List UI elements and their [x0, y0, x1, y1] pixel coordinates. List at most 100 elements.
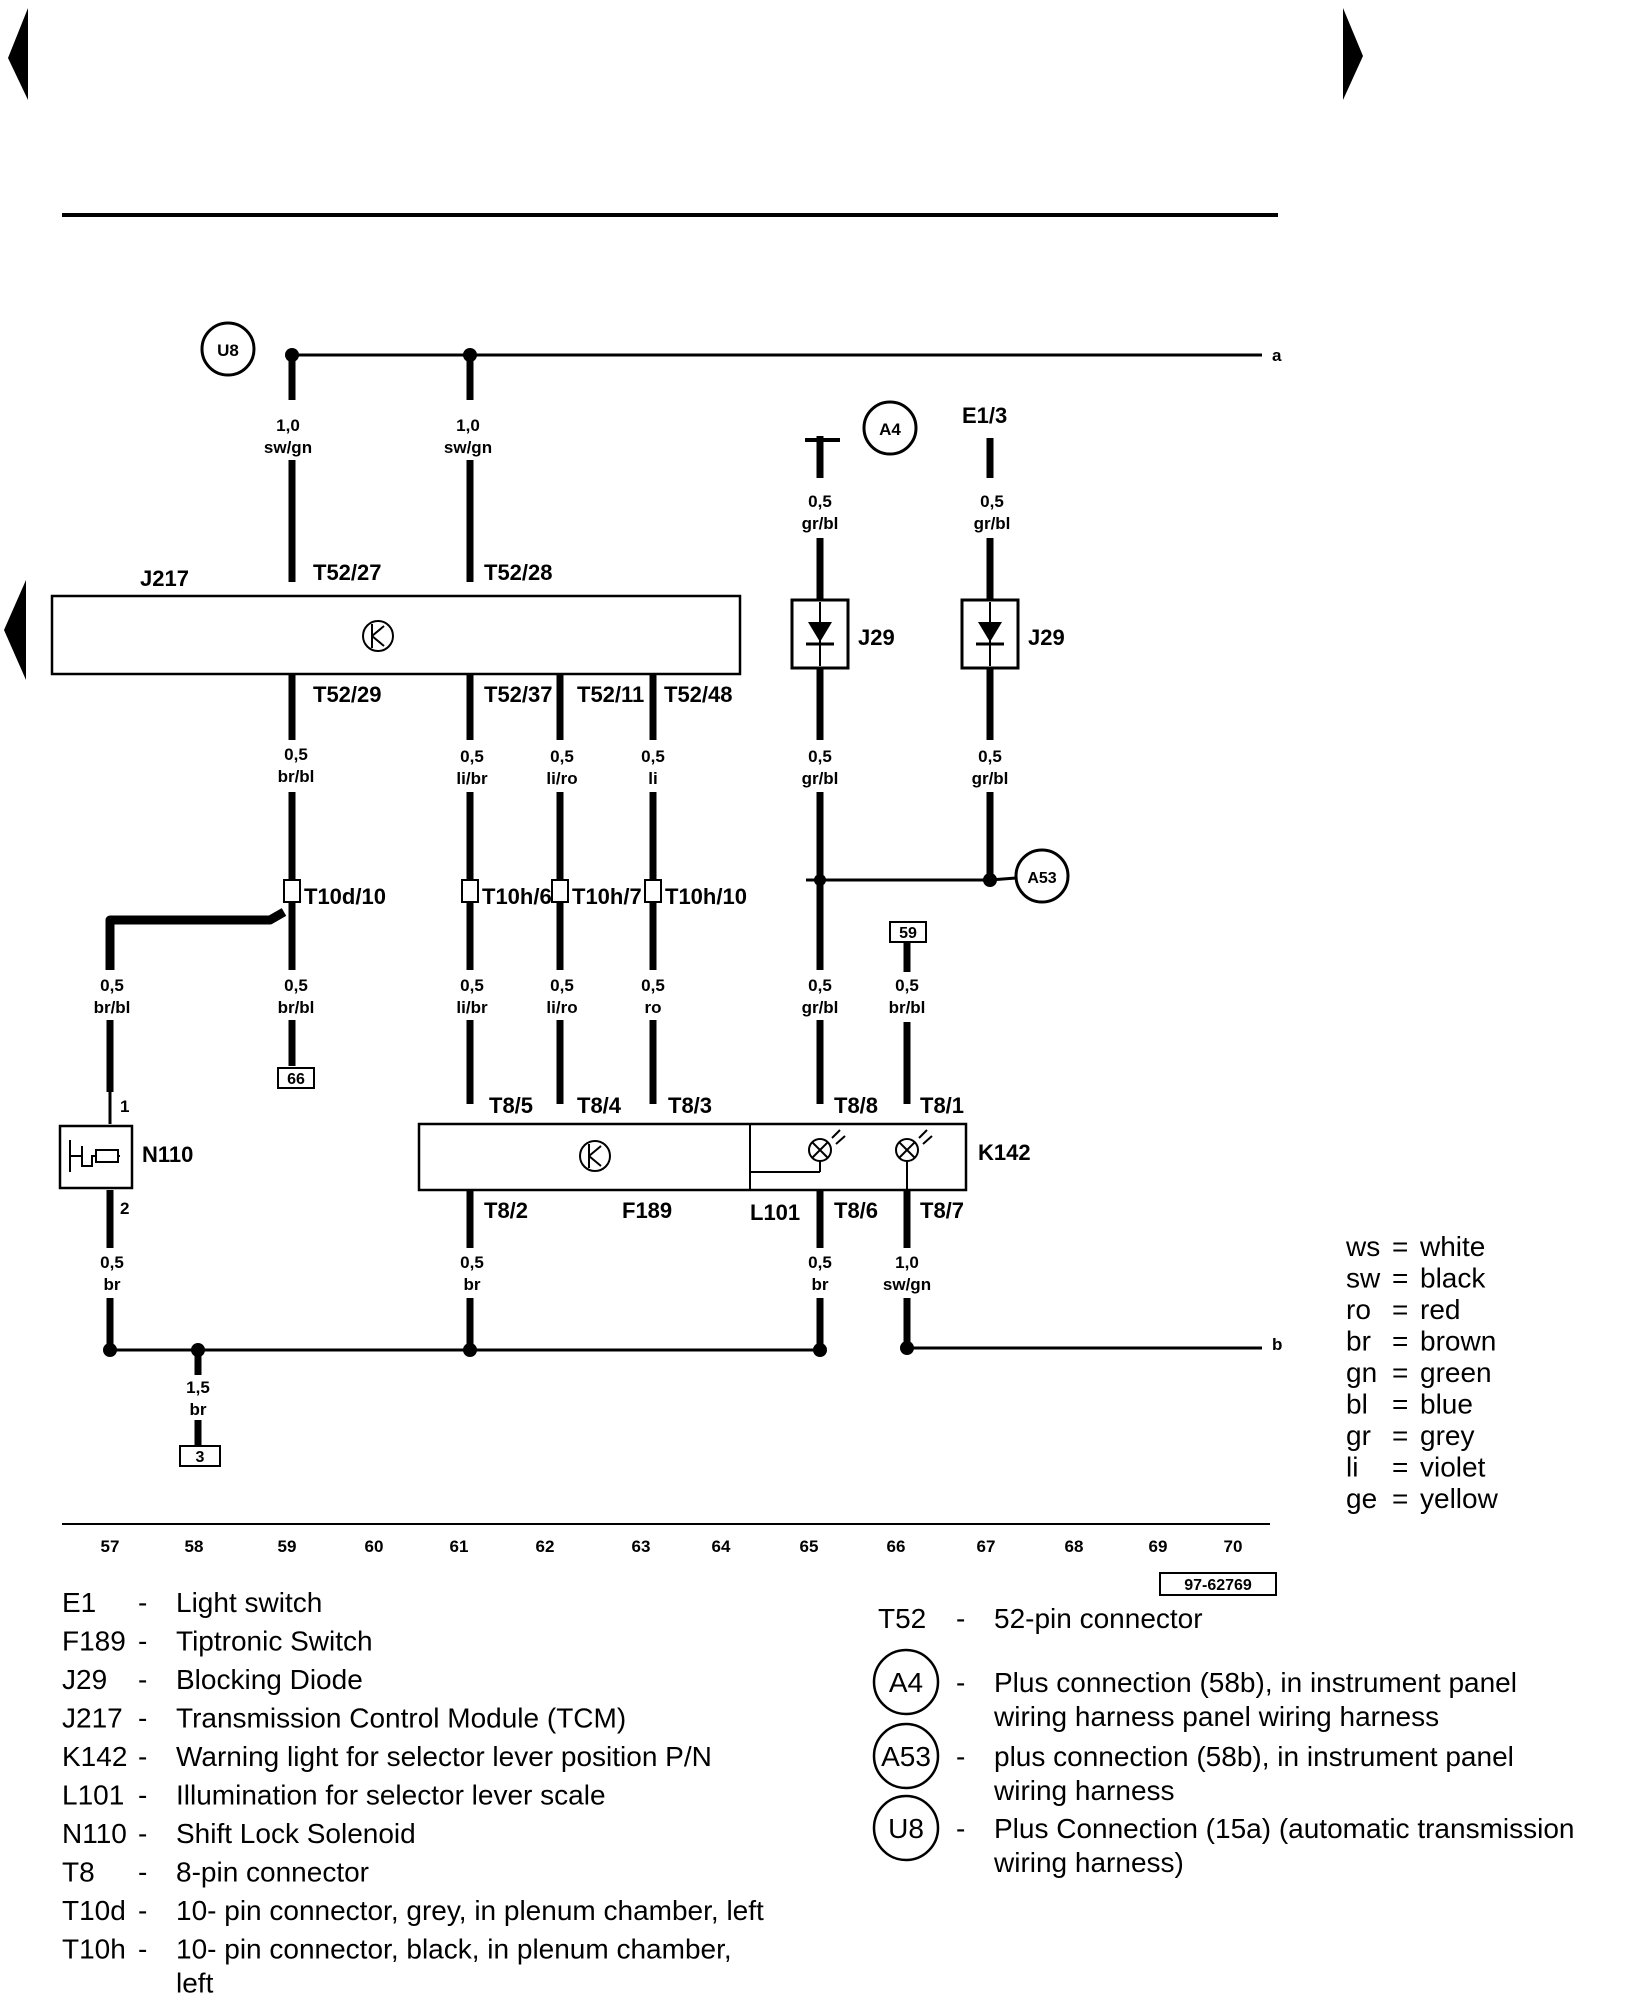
color-code: gr [1346, 1420, 1371, 1451]
wire-size: 0,5 [808, 747, 832, 766]
continuation-arrow-icon[interactable] [4, 580, 26, 680]
wire-size: 0,5 [808, 492, 832, 511]
wire-color: sw/gn [264, 438, 312, 457]
legend-code: T8 [62, 1857, 95, 1888]
e13-label: E1/3 [962, 403, 1007, 428]
legend-description: Plus Connection (15a) (automatic transmi… [994, 1813, 1574, 1844]
wire-size: 0,5 [550, 747, 574, 766]
legend-description: 10- pin connector, grey, in plenum chamb… [176, 1895, 764, 1926]
color-name: red [1420, 1294, 1460, 1325]
wire-size: 0,5 [978, 747, 1002, 766]
color-name: grey [1420, 1420, 1474, 1451]
track-number: 68 [1065, 1537, 1084, 1556]
wire-size: 1,0 [456, 416, 480, 435]
light-rays-icon [918, 1129, 933, 1145]
legend-code: E1 [62, 1587, 96, 1618]
pin-label: T8/2 [484, 1198, 528, 1223]
previous-page-arrow-icon[interactable] [8, 8, 28, 100]
n110-label: N110 [142, 1142, 193, 1167]
track-number: 63 [632, 1537, 651, 1556]
color-name: yellow [1420, 1483, 1499, 1514]
wire-color: br [812, 1275, 829, 1294]
legend-code: A4 [889, 1667, 923, 1698]
track-number: 57 [101, 1537, 120, 1556]
legend-dash: - [956, 1741, 965, 1772]
legend-code: J217 [62, 1703, 123, 1734]
connector-icon [551, 879, 569, 903]
track-number: 69 [1149, 1537, 1168, 1556]
track-number: 66 [887, 1537, 906, 1556]
wire-color: li/ro [546, 769, 577, 788]
light-rays-icon [831, 1129, 846, 1145]
pin-label: T52/11 [577, 682, 644, 707]
pin-label: T10h/7 [572, 884, 642, 909]
terminal-label: 59 [899, 925, 917, 942]
track-number: 67 [977, 1537, 996, 1556]
f189-label: F189 [622, 1198, 672, 1223]
color-equals: = [1392, 1452, 1408, 1483]
wire-color: sw/gn [444, 438, 492, 457]
pin-label: 2 [120, 1199, 129, 1218]
pin-label: T8/4 [577, 1093, 622, 1118]
legend-connection-circle-icon [872, 1722, 940, 1790]
wire-size: 0,5 [460, 976, 484, 995]
u8-connection-circle [200, 321, 256, 377]
color-equals: = [1392, 1294, 1408, 1325]
wire-stub [989, 876, 1017, 882]
legend-description: Shift Lock Solenoid [176, 1818, 416, 1849]
next-page-arrow-icon[interactable] [1343, 8, 1363, 100]
pin-label: T52/48 [664, 682, 733, 707]
track-number: 58 [185, 1537, 204, 1556]
wire-size: 0,5 [460, 747, 484, 766]
legend-description: Tiptronic Switch [176, 1626, 373, 1657]
wire-color: li/br [456, 998, 488, 1017]
wire-color: gr/bl [974, 514, 1011, 533]
junction-dot [463, 1343, 477, 1357]
legend-connection-circle-icon [872, 1648, 940, 1716]
terminal-box-66 [277, 1067, 315, 1089]
legend-dash: - [138, 1703, 147, 1734]
a4-connection-circle [862, 400, 918, 456]
wire-size: 0,5 [100, 976, 124, 995]
lamp-icon [898, 1141, 916, 1159]
wire-size: 0,5 [284, 745, 308, 764]
legend-description: Light switch [176, 1587, 322, 1618]
color-code: ro [1346, 1294, 1371, 1325]
track-number: 70 [1224, 1537, 1243, 1556]
color-code: sw [1346, 1263, 1381, 1294]
legend-description: Transmission Control Module (TCM) [176, 1703, 626, 1734]
color-equals: = [1392, 1326, 1408, 1357]
n110-solenoid [58, 1124, 134, 1190]
rail-b-label: b [1272, 1335, 1282, 1354]
legend-connection-circle-icon [872, 1794, 940, 1862]
f189-switch-unit [417, 1122, 968, 1192]
wire-color: br/bl [278, 767, 315, 786]
legend-dash: - [956, 1603, 965, 1634]
pin-label: T52/27 [313, 560, 382, 585]
legend-description: 10- pin connector, black, in plenum cham… [176, 1934, 732, 1965]
wire-color: br [104, 1275, 121, 1294]
pin-label: T8/3 [668, 1093, 712, 1118]
color-equals: = [1392, 1420, 1408, 1451]
color-code: br [1346, 1326, 1371, 1357]
wire-size: 1,0 [276, 416, 300, 435]
reference-id: 97-62769 [1184, 1577, 1252, 1594]
l101-label: L101 [750, 1200, 800, 1225]
wire-size: 0,5 [895, 976, 919, 995]
electronic-symbol-icon [588, 1144, 602, 1168]
legend-description: 8-pin connector [176, 1857, 369, 1888]
color-code: ws [1345, 1231, 1380, 1262]
ground-point-label: 3 [196, 1449, 205, 1466]
color-code-legend: ws=whitesw=blackro=redbr=browngn=greenbl… [1345, 1231, 1499, 1514]
legend-dash: - [138, 1780, 147, 1811]
j29-label: J29 [1028, 625, 1065, 650]
pin-label: T8/7 [920, 1198, 964, 1223]
wire-color: li/ro [546, 998, 577, 1017]
electronic-symbol-icon [371, 624, 385, 648]
legend-description: wiring harness panel wiring harness [993, 1701, 1439, 1732]
color-code: ge [1346, 1483, 1377, 1514]
wire-size: 1,5 [186, 1378, 210, 1397]
legend-description: Plus connection (58b), in instrument pan… [994, 1667, 1517, 1698]
color-name: white [1419, 1231, 1485, 1262]
